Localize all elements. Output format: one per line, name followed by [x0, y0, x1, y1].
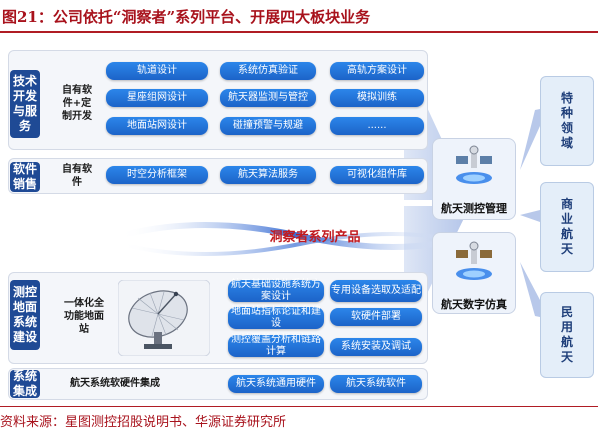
tech-item-collision: 碰撞预警与规避 — [220, 117, 316, 135]
market-commercial-text: 商业航天 — [560, 197, 573, 256]
integration-sublabel: 航天系统软硬件集成 — [70, 377, 160, 389]
title-rule — [0, 31, 598, 33]
tech-dev-label: 技术开发与服务 — [10, 70, 40, 138]
ground-item-install: 系统安装及调试 — [330, 338, 422, 356]
market-civil: 民用航天 — [540, 292, 594, 378]
market-arrow-bottom — [520, 262, 545, 318]
integration-label: 系统集成 — [10, 369, 40, 398]
tech-item-ground-net: 地面站网设计 — [106, 117, 208, 135]
source-rule — [0, 406, 598, 407]
tech-item-orbit-design: 轨道设计 — [106, 62, 208, 80]
software-sales-label: 软件销售 — [10, 162, 40, 192]
sales-item-visual-components: 可视化组件库 — [330, 166, 424, 184]
tech-dev-sublabel-text: 自有软件+定制开发 — [62, 84, 92, 122]
wave-band-2 — [119, 232, 471, 256]
sales-item-spatial-framework: 时空分析框架 — [106, 166, 208, 184]
tech-dev-sublabel: 自有软件+定制开发 — [58, 70, 96, 136]
ground-station-sublabel: 一体化全功能地面站 — [64, 297, 104, 335]
market-commercial: 商业航天 — [540, 182, 594, 272]
ground-item-deploy: 软硬件部署 — [330, 308, 422, 326]
ground-item-station-build: 地面站指标论证和建设 — [228, 306, 324, 329]
ground-item-infra-design: 航天基础设施系统方案设计 — [228, 279, 324, 302]
sales-item-algorithm-service: 航天算法服务 — [220, 166, 316, 184]
market-special-text: 特种领域 — [560, 91, 573, 150]
product-label-tt-management: 航天测控管理 — [441, 202, 507, 215]
tech-item-sim-verify: 系统仿真验证 — [220, 62, 316, 80]
ground-station-label: 测控地面系统建设 — [10, 280, 40, 350]
integration-item-hardware: 航天系统通用硬件 — [228, 375, 324, 393]
satellite-hologram-icon — [456, 241, 492, 280]
ground-item-coverage: 测控覆盖分析和链路计算 — [228, 334, 324, 357]
tech-item-high-orbit: 高轨方案设计 — [330, 62, 424, 80]
wave-band — [119, 222, 471, 250]
tech-item-training: 模拟训练 — [330, 89, 424, 107]
satellite-dish-icon — [118, 280, 210, 356]
market-civil-text: 民用航天 — [560, 305, 573, 364]
market-special: 特种领域 — [540, 76, 594, 166]
satellite-hologram-icon — [456, 145, 492, 184]
tech-item-more: ...... — [330, 117, 424, 135]
product-label-digital-sim: 航天数字仿真 — [441, 298, 507, 311]
center-product-label: 洞察者系列产品 — [269, 230, 361, 245]
tech-item-monitor-control: 航天器监测与管控 — [220, 89, 316, 107]
tech-item-constellation: 星座组网设计 — [106, 89, 208, 107]
market-arrow-mid — [520, 210, 540, 222]
integration-item-software: 航天系统软件 — [330, 375, 422, 393]
ground-item-equipment: 专用设备选取及适配 — [330, 280, 422, 302]
figure-title: 图21：公司依托“洞察者”系列平台、开展四大板块业务 — [2, 8, 371, 26]
market-arrow-top — [520, 108, 545, 170]
figure-source: 资料来源：星图测控招股说明书、华源证券研究所 — [0, 415, 287, 430]
software-sales-sublabel: 自有软件 — [62, 164, 92, 188]
